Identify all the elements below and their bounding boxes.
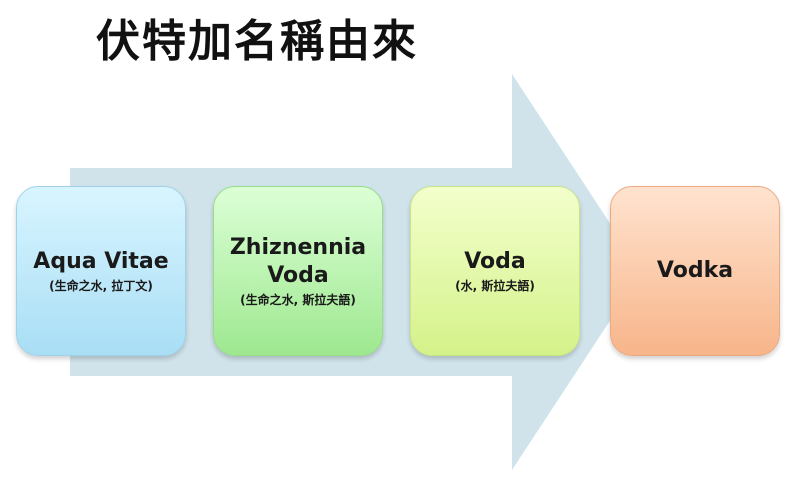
step-2-label-line2: Voda [267, 263, 329, 288]
step-voda: Voda (水, 斯拉夫語) [410, 186, 580, 356]
step-1-sublabel: (生命之水, 拉丁文) [49, 279, 153, 293]
step-3-sublabel: (水, 斯拉夫語) [455, 279, 535, 293]
step-2-sublabel: (生命之水, 斯拉夫語) [240, 293, 356, 307]
page-title: 伏特加名稱由來 [96, 16, 418, 67]
step-vodka: Vodka [610, 186, 780, 356]
step-aqua-vitae: Aqua Vitae (生命之水, 拉丁文) [16, 186, 186, 356]
step-3-label: Voda [464, 249, 526, 274]
step-zhiznennia-voda: Zhiznennia Voda (生命之水, 斯拉夫語) [213, 186, 383, 356]
step-4-label: Vodka [656, 258, 734, 283]
step-2-label-line1: Zhiznennia [229, 235, 367, 260]
step-1-label: Aqua Vitae [33, 249, 169, 274]
